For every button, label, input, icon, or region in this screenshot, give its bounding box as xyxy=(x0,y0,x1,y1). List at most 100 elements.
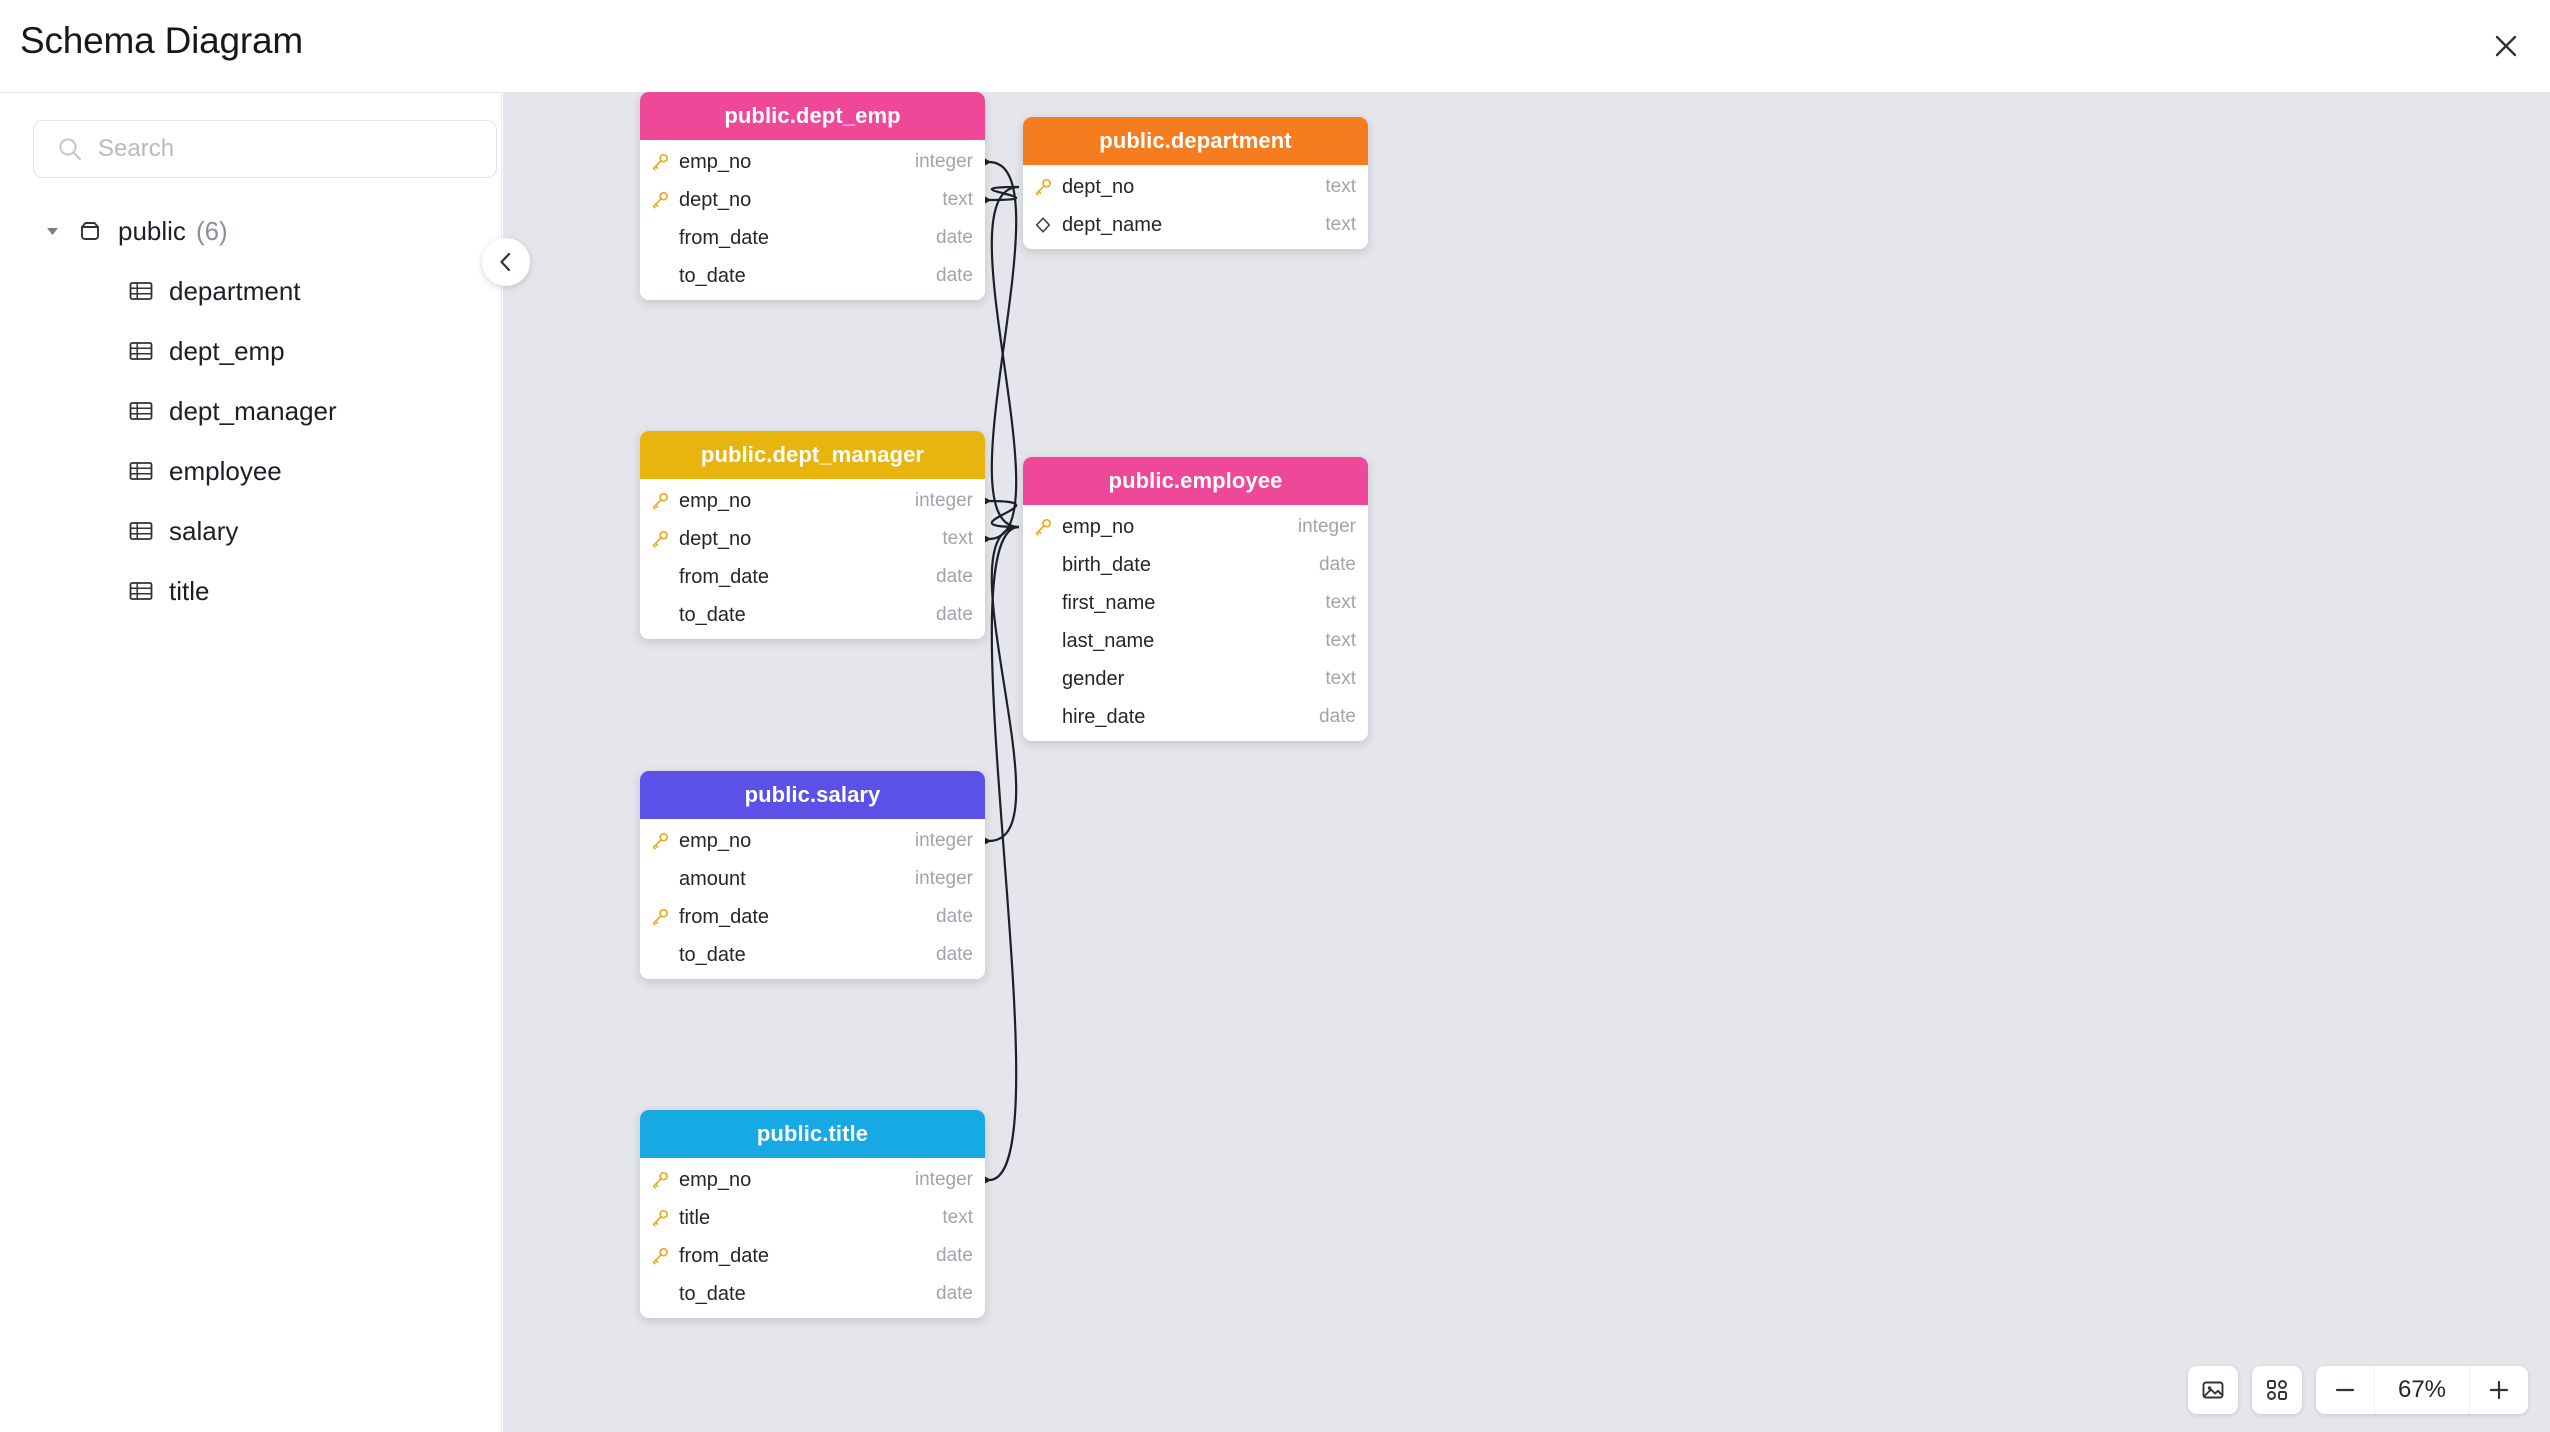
column-name: last_name xyxy=(1062,629,1155,652)
column-type: text xyxy=(942,528,973,549)
column-name: hire_date xyxy=(1062,705,1146,728)
column-row[interactable]: hire_date date xyxy=(1023,698,1368,736)
zoom-out-button[interactable] xyxy=(2316,1366,2374,1414)
column-type: integer xyxy=(914,868,973,889)
sidebar-item-department[interactable]: department xyxy=(0,261,502,321)
zoom-in-button[interactable] xyxy=(2470,1366,2528,1414)
sidebar-item-dept_manager[interactable]: dept_manager xyxy=(0,381,502,441)
caret-down-icon[interactable] xyxy=(42,220,64,242)
relationship-edge[interactable] xyxy=(988,525,1020,1182)
auto-layout-button[interactable] xyxy=(2252,1366,2302,1414)
column-type: date xyxy=(1319,554,1356,575)
relationship-edge[interactable] xyxy=(988,160,1020,529)
sidebar-item-employee[interactable]: employee xyxy=(0,441,502,501)
sidebar-item-dept_emp[interactable]: dept_emp xyxy=(0,321,502,381)
column-row[interactable]: to_date date xyxy=(640,596,985,634)
search-input[interactable] xyxy=(98,135,458,163)
schema-name: public xyxy=(118,215,186,246)
column-type: integer xyxy=(914,830,973,851)
column-row[interactable]: to_date date xyxy=(640,1275,985,1313)
primary-key-icon xyxy=(649,528,671,550)
database-icon xyxy=(76,217,104,245)
column-name: emp_no xyxy=(1062,515,1135,538)
column-name: dept_no xyxy=(679,527,752,550)
column-type: text xyxy=(942,1207,973,1228)
column-type: text xyxy=(1325,214,1356,235)
table-node-header[interactable]: public.title xyxy=(640,1110,985,1158)
table-node-header[interactable]: public.dept_manager xyxy=(640,431,985,479)
sidebar-item-label: title xyxy=(169,575,210,606)
column-name: dept_no xyxy=(679,188,752,211)
table-node-header[interactable]: public.department xyxy=(1023,117,1368,165)
export-image-button[interactable] xyxy=(2188,1366,2238,1414)
sidebar-item-salary[interactable]: salary xyxy=(0,501,502,561)
search-box[interactable] xyxy=(33,120,497,178)
column-row[interactable]: dept_no text xyxy=(640,520,985,558)
table-node-header[interactable]: public.salary xyxy=(640,771,985,819)
column-name: to_date xyxy=(679,1282,746,1305)
column-type: date xyxy=(936,604,973,625)
tree-schema-public[interactable]: public (6) xyxy=(0,201,502,261)
zoom-level-label[interactable]: 67% xyxy=(2374,1366,2470,1414)
column-name: first_name xyxy=(1062,591,1156,614)
column-type: date xyxy=(936,1283,973,1304)
table-node-header[interactable]: public.dept_emp xyxy=(640,92,985,140)
column-name: to_date xyxy=(679,603,746,626)
column-name: gender xyxy=(1062,667,1125,690)
primary-key-icon xyxy=(649,189,671,211)
column-type: integer xyxy=(914,490,973,511)
column-name: dept_no xyxy=(1062,175,1135,198)
table-icon xyxy=(128,338,154,364)
sidebar-item-title[interactable]: title xyxy=(0,561,502,621)
close-icon[interactable] xyxy=(2482,22,2530,70)
column-name: from_date xyxy=(679,905,770,928)
primary-key-icon xyxy=(649,1169,671,1191)
sidebar: public (6) department dept_emp dept_manage… xyxy=(0,92,502,1432)
collapse-sidebar-button[interactable] xyxy=(482,238,530,286)
column-type: date xyxy=(1319,706,1356,727)
table-icon xyxy=(128,278,154,304)
relationship-edge[interactable] xyxy=(988,185,1020,541)
column-type: integer xyxy=(914,151,973,172)
table-icon xyxy=(128,578,154,604)
table-icon xyxy=(128,458,154,484)
sidebar-item-label: department xyxy=(169,275,301,306)
relationship-edge[interactable] xyxy=(988,499,1020,529)
column-name: emp_no xyxy=(679,829,752,852)
grid-layout-icon xyxy=(2267,1380,2287,1400)
column-row[interactable]: emp_no integer xyxy=(640,822,985,860)
sidebar-item-label: dept_manager xyxy=(169,395,337,426)
relationship-edge[interactable] xyxy=(988,525,1020,843)
table-node-header[interactable]: public.employee xyxy=(1023,457,1368,505)
